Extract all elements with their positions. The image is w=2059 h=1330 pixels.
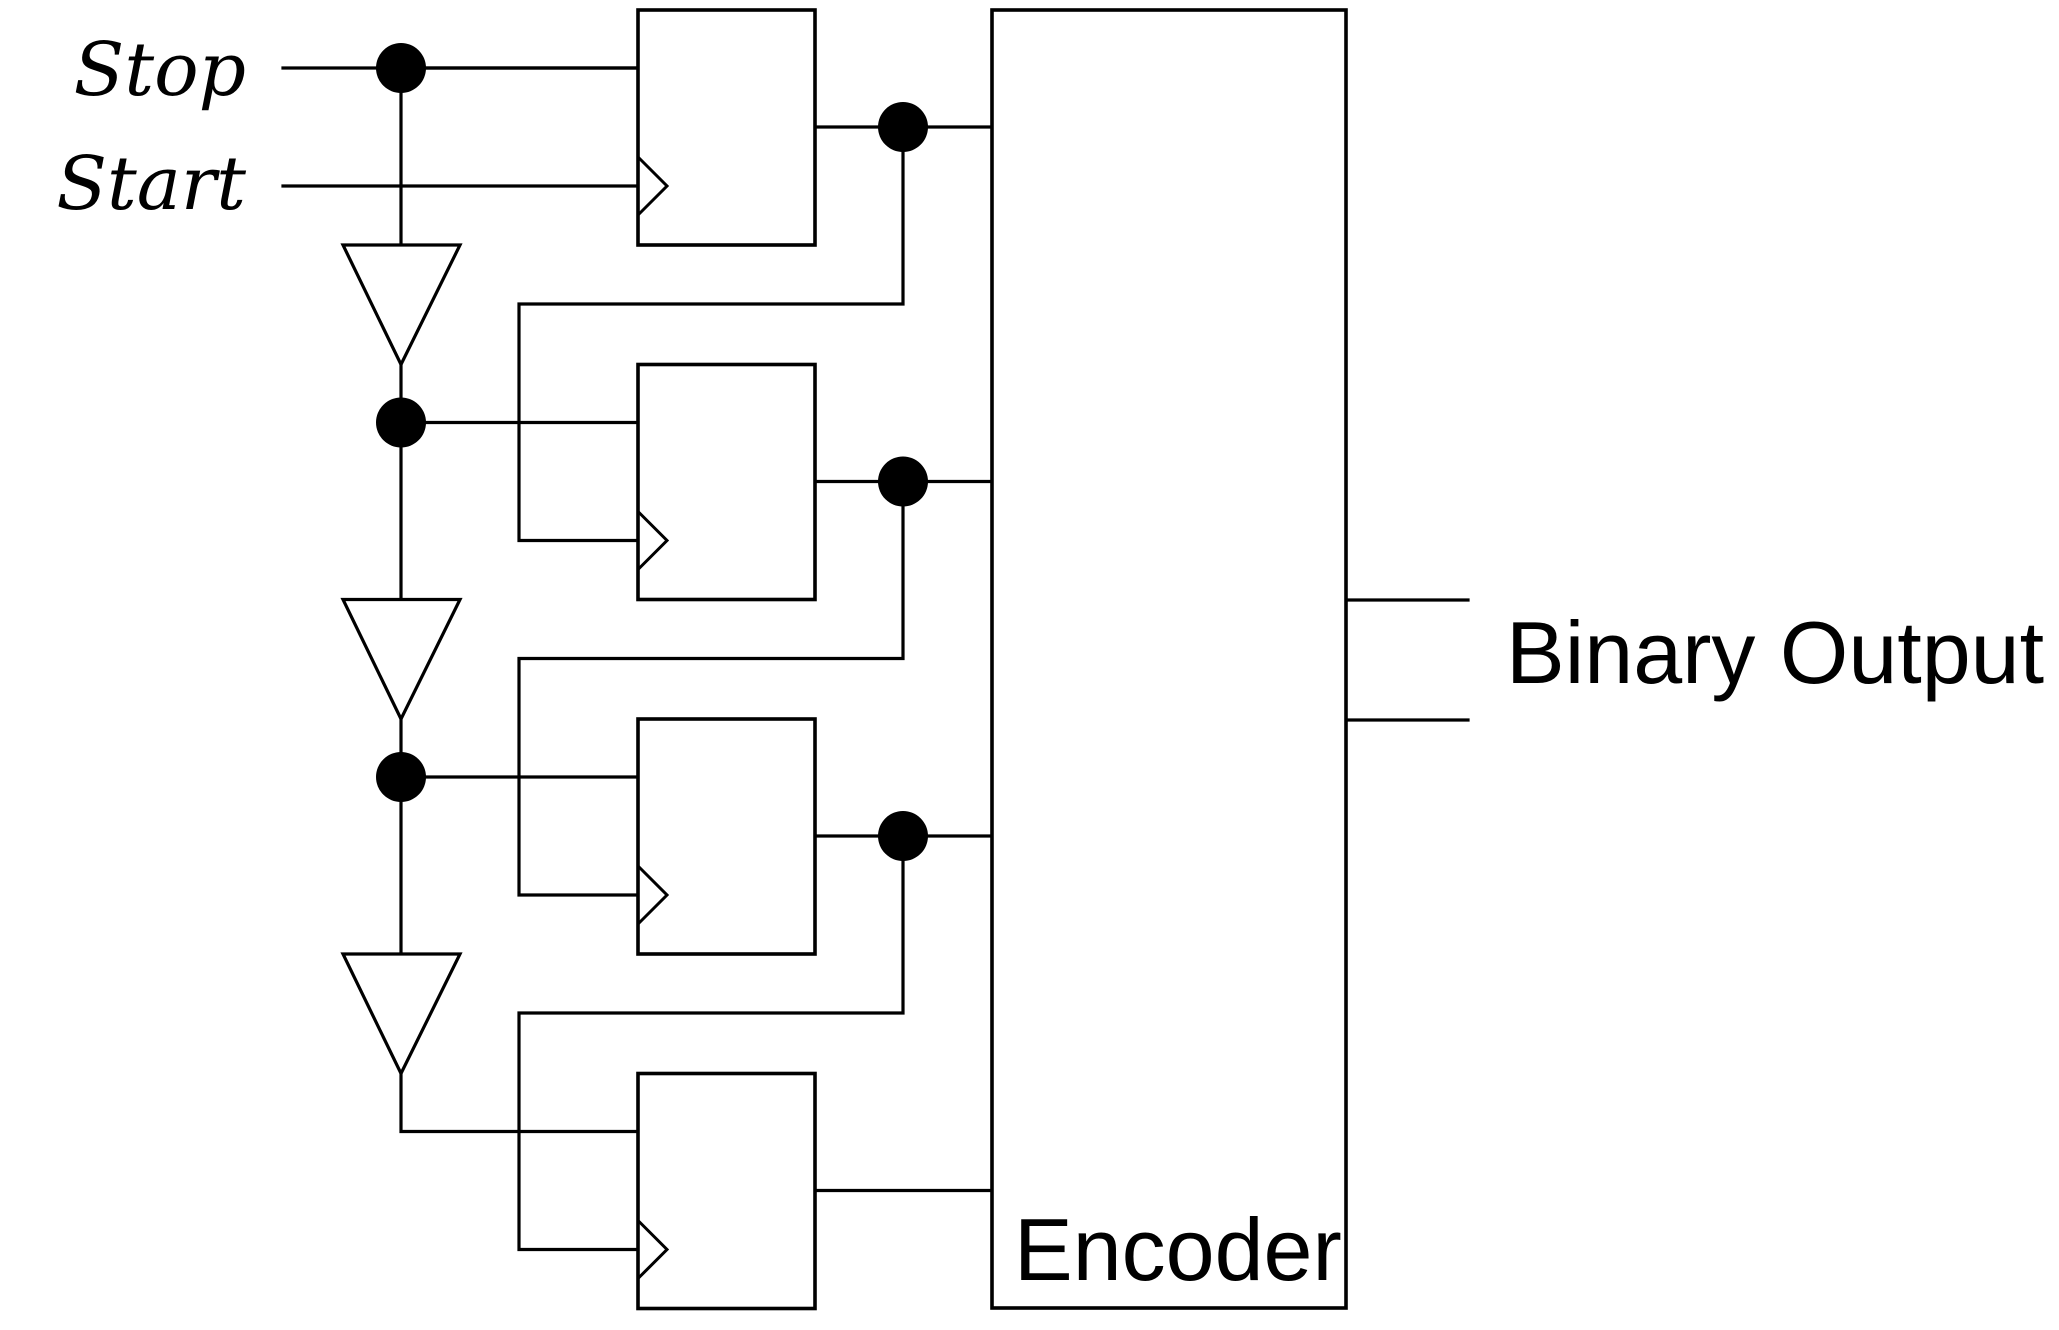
flip-flop-3 <box>636 717 817 956</box>
clock-chain-wire-4 <box>517 834 905 1252</box>
clock-marker-icon-3 <box>636 864 670 926</box>
components-layer <box>340 8 1348 1311</box>
flip-flop-1 <box>636 8 817 247</box>
clock-chain-wire-3 <box>517 479 905 897</box>
q-tap-dot-3 <box>878 811 928 861</box>
clock-marker-icon-1 <box>636 155 670 217</box>
start-input-label: Start <box>56 141 246 227</box>
flip-flop-4 <box>636 1071 817 1311</box>
delay-tap-dot-3 <box>376 752 426 802</box>
clock-marker-icon-4 <box>636 1219 670 1280</box>
clock-chain-wire-2 <box>517 125 905 543</box>
stop-input-label: Stop <box>74 27 246 113</box>
stop-junction-dot <box>376 43 426 93</box>
delay-tap-dot-2 <box>376 397 426 448</box>
clock-marker-icon-2 <box>636 510 670 571</box>
d-input-wire-4 <box>399 1071 640 1134</box>
q-tap-dot-1 <box>878 102 928 152</box>
flip-flop-2 <box>636 362 817 602</box>
junction-dots-layer <box>376 43 928 861</box>
buffer-3 <box>340 952 463 1078</box>
buffer-2 <box>340 597 463 723</box>
buffer-1 <box>340 243 463 369</box>
binary-output-label: Binary Output <box>1506 603 2044 702</box>
q-tap-dot-2 <box>878 456 928 507</box>
encoder-label: Encoder <box>1014 1200 1342 1299</box>
encoder-block <box>990 8 1348 1310</box>
